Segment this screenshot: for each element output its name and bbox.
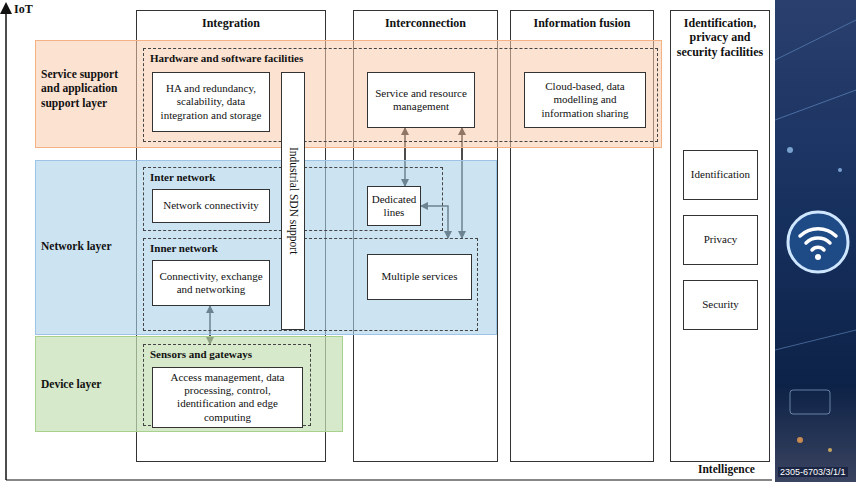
layer-band: Network layerInter networkNetwork connec… (35, 160, 497, 335)
intelligence-axis (6, 480, 772, 481)
axis-label: Intelligence (698, 463, 755, 475)
box-text: HA and redundancy, scalability, data int… (157, 82, 265, 122)
box-text: Service and resource management (372, 87, 470, 113)
layer-band: Device layer Sensors and gatewaysAccess m… (35, 336, 343, 432)
column-heading: Integration (137, 11, 325, 30)
facility-box: Privacy (683, 215, 758, 265)
group-heading: Sensors and gateways (144, 345, 310, 361)
group-box: Inner networkConnectivity, exchange and … (143, 238, 478, 331)
layer-label: Device layer (41, 377, 133, 391)
process-box: Cloud-based, data modelling and informat… (524, 72, 646, 128)
column-heading: Identification, privacy and security fac… (671, 11, 769, 59)
box-text: Dedicated lines (372, 193, 417, 219)
layer-label: Service support and application support … (41, 67, 133, 110)
vertical-box: Industrial SDN support (281, 72, 305, 330)
box-text: Industrial SDN support (287, 147, 299, 254)
box-text: Connectivity, exchange and networking (157, 270, 265, 296)
axis-label: IoT (14, 2, 33, 17)
box-text: Network connectivity (163, 199, 259, 212)
group-box: Hardware and software facilities HA and r… (143, 48, 658, 142)
iot-axis (5, 8, 7, 480)
layer-column: Identification, privacy and security fac… (670, 10, 770, 462)
box-text: Security (702, 298, 739, 311)
group-box: Sensors and gatewaysAccess management, d… (143, 344, 311, 426)
figure-id: 2305-6703/3/1/1 (778, 467, 848, 477)
box-text: Cloud-based, data modelling and informat… (529, 80, 641, 120)
column-heading: Interconnection (354, 11, 497, 30)
process-box: HA and redundancy, scalability, data int… (152, 72, 270, 132)
process-box: Multiple services (367, 254, 472, 300)
column-heading: Information fusion (511, 11, 653, 30)
process-box: Dedicated lines (367, 186, 421, 226)
tech-photo (775, 0, 856, 482)
box-text: Access management, data processing, cont… (157, 371, 298, 424)
facility-box: Identification (683, 150, 758, 200)
layer-band: Service support and application support … (35, 40, 662, 148)
box-text: Identification (691, 168, 750, 181)
facility-box: Security (683, 280, 758, 330)
box-text: Multiple services (381, 270, 457, 283)
layer-label: Network layer (41, 239, 133, 253)
box-text: Privacy (704, 233, 738, 246)
process-box: Network connectivity (152, 189, 270, 223)
process-box: Access management, data processing, cont… (152, 367, 303, 428)
process-box: Service and resource management (367, 72, 475, 128)
group-heading: Inner network (144, 239, 477, 255)
group-heading: Hardware and software facilities (144, 49, 657, 65)
process-box: Connectivity, exchange and networking (152, 260, 270, 306)
